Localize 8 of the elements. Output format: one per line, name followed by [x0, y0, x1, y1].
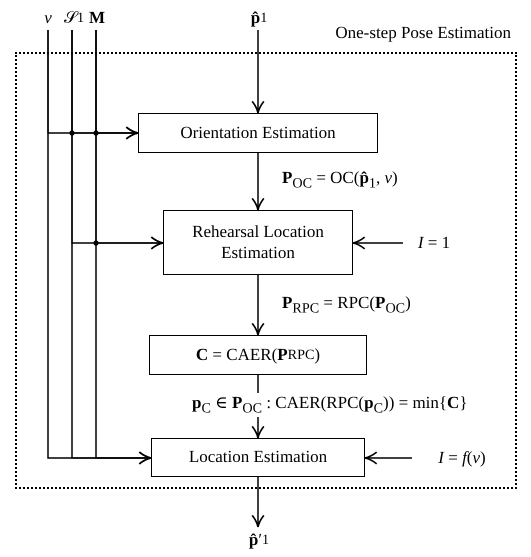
group-title: One-step Pose Estimation [335, 23, 511, 44]
process-box: Location Estimation [151, 438, 365, 477]
process-box: Rehearsal Location Estimation [163, 210, 353, 275]
math-symbol: ν [38, 6, 58, 30]
math-symbol: M [86, 6, 108, 30]
process-box: Orientation Estimation [138, 113, 378, 153]
math-symbol: I = 1 [403, 231, 465, 255]
math-symbol: I = f(ν) [412, 446, 512, 470]
